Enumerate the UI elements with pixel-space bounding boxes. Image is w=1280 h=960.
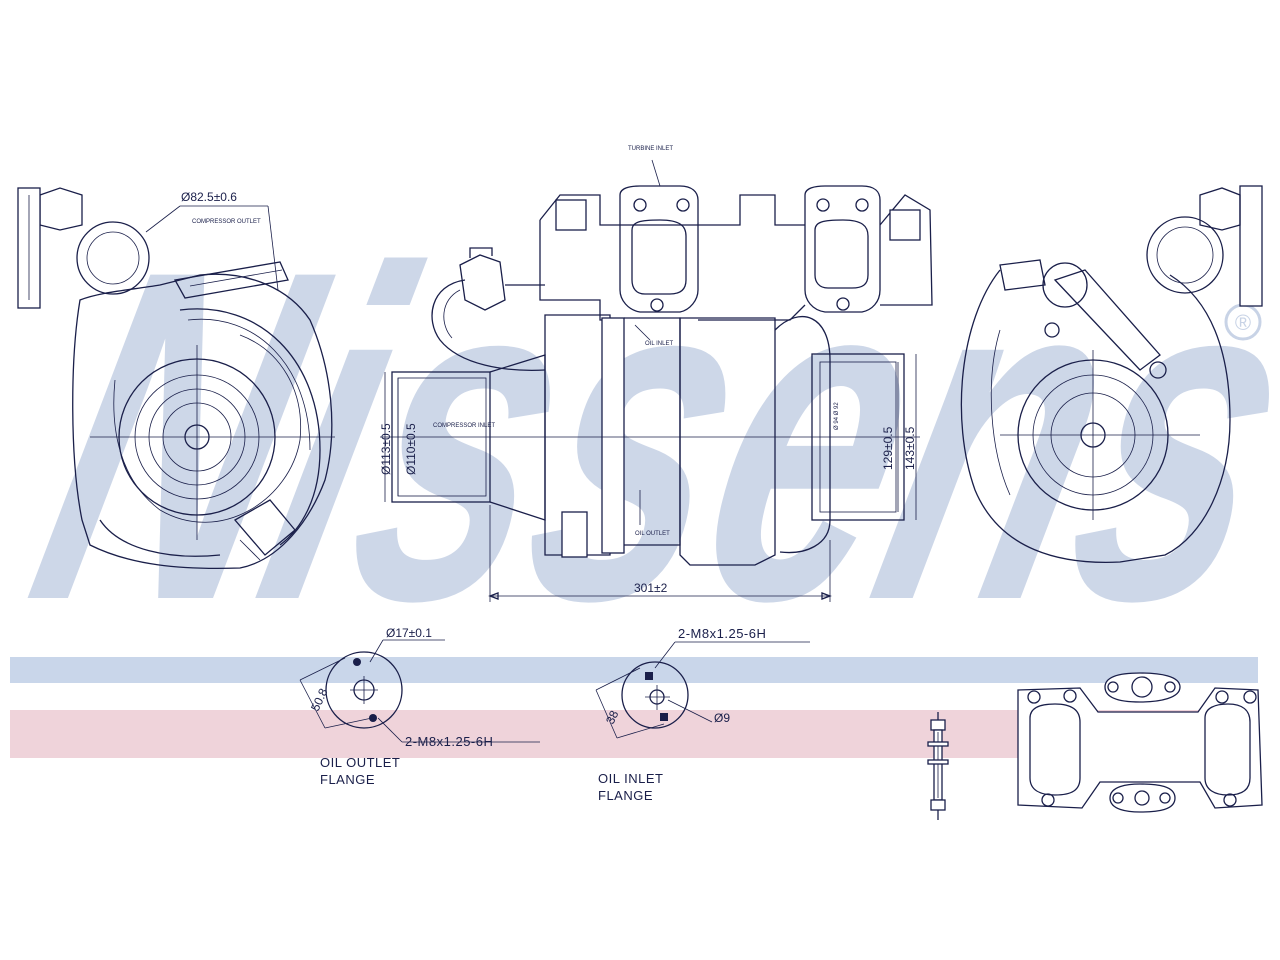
oil-outlet-thread-label: 2-M8x1.25-6H — [405, 734, 493, 749]
turbine-inlet-label: TURBINE INLET — [628, 146, 673, 152]
length-label: 301±2 — [634, 581, 668, 595]
oil-inlet-thread-label: 2-M8x1.25-6H — [678, 626, 766, 641]
height-143-label: 143±0.5 — [903, 426, 917, 470]
oil-inlet-small-label: OIL INLET — [645, 341, 673, 347]
oil-inlet-bore-label: Ø9 — [714, 711, 730, 725]
height-129-label: 129±0.5 — [881, 426, 895, 470]
rear-view — [960, 185, 1263, 564]
gaskets — [1017, 672, 1263, 813]
outer-diameter-label: Ø113±0.5 — [379, 423, 393, 475]
oil-outlet-small-label: OIL OUTLET — [635, 531, 670, 537]
oil-outlet-bore-label: Ø17±0.1 — [386, 626, 432, 640]
inlet-diameter-label: Ø82.5±0.6 — [181, 190, 237, 204]
registered-mark: ® — [1235, 310, 1251, 335]
inner-diameter-label: Ø110±0.5 — [404, 423, 418, 475]
oil-inlet-spacing-label: 38 — [603, 708, 621, 726]
oil-inlet-flange — [595, 641, 810, 739]
stud-bolt — [927, 712, 949, 820]
compressor-outlet-label: COMPRESSOR OUTLET — [192, 219, 261, 225]
outlet-diameter-small-label: Ø 94 Ø 92 — [834, 402, 840, 430]
oil-outlet-flange-title-1: OIL OUTLET — [320, 755, 400, 770]
front-view — [17, 187, 335, 570]
oil-inlet-flange-title-2: FLANGE — [598, 788, 653, 803]
oil-inlet-flange-title-1: OIL INLET — [598, 771, 663, 786]
side-view — [380, 159, 933, 602]
compressor-inlet-label: COMPRESSOR INLET — [433, 423, 495, 429]
oil-outlet-flange — [299, 639, 540, 743]
oil-outlet-flange-title-2: FLANGE — [320, 772, 375, 787]
